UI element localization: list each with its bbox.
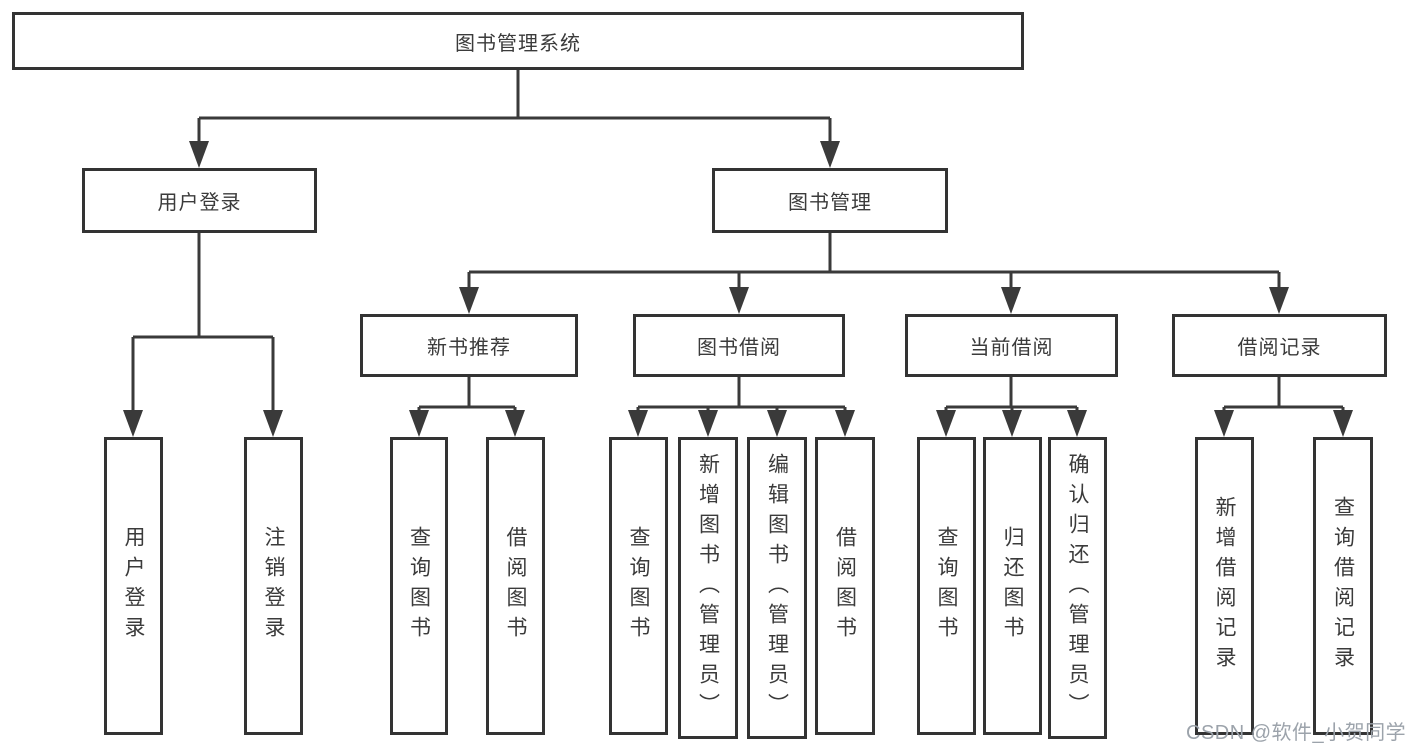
csdn-watermark: CSDN @软件_小贺同学: [1186, 722, 1405, 744]
node-user-login: 用户登录: [82, 168, 317, 233]
leaf-records-query-borrow-record: 查询借阅记录: [1313, 437, 1373, 735]
node-book-borrow: 图书借阅: [633, 314, 845, 377]
node-label: 编辑图书（管理员）: [765, 453, 789, 723]
node-current-borrow: 当前借阅: [905, 314, 1118, 377]
node-borrow-records: 借阅记录: [1172, 314, 1387, 377]
node-new-book-recommend: 新书推荐: [360, 314, 578, 377]
node-book-management: 图书管理: [712, 168, 948, 233]
leaf-current-return-books: 归还图书: [983, 437, 1042, 735]
connector-paths: [131, 70, 1345, 414]
leaf-records-add-borrow-record: 新增借阅记录: [1195, 437, 1254, 735]
leaf-recommend-query-books: 查询图书: [390, 437, 448, 735]
arrowheads: [123, 141, 1353, 437]
leaf-borrow-query-books: 查询图书: [609, 437, 668, 735]
node-label: 借阅图书: [504, 526, 527, 646]
node-label: 查询图书: [407, 526, 431, 646]
leaf-borrow-borrow-books: 借阅图书: [815, 437, 875, 735]
node-label: 借阅图书: [833, 526, 857, 646]
node-label: 新书推荐: [427, 337, 511, 359]
node-label: 借阅记录: [1237, 337, 1322, 359]
node-label: 新增图书（管理员）: [696, 453, 720, 723]
node-label: 当前借阅: [969, 337, 1054, 359]
node-library-management-system: 图书管理系统: [12, 12, 1024, 70]
node-label: 用户登录: [122, 526, 145, 646]
leaf-current-confirm-return-admin: 确认归还（管理员）: [1048, 437, 1107, 739]
node-label: 查询图书: [935, 526, 958, 646]
leaf-user-login: 用户登录: [104, 437, 163, 735]
node-label: 新增借阅记录: [1213, 496, 1236, 676]
leaf-logout: 注销登录: [244, 437, 303, 735]
node-label: 用户登录: [157, 192, 242, 214]
node-label: 归还图书: [1001, 526, 1024, 646]
node-label: 图书管理: [788, 192, 872, 214]
leaf-borrow-edit-books-admin: 编辑图书（管理员）: [747, 437, 807, 739]
node-label: 确认归还（管理员）: [1066, 453, 1089, 723]
node-label: 查询图书: [627, 526, 650, 646]
node-label: 图书借阅: [697, 337, 781, 359]
node-label: 图书管理系统: [455, 32, 581, 55]
leaf-borrow-add-books-admin: 新增图书（管理员）: [678, 437, 738, 739]
leaf-current-query-books: 查询图书: [917, 437, 976, 735]
node-label: 查询借阅记录: [1331, 496, 1355, 676]
leaf-recommend-borrow-books: 借阅图书: [486, 437, 545, 735]
node-label: 注销登录: [262, 526, 285, 646]
